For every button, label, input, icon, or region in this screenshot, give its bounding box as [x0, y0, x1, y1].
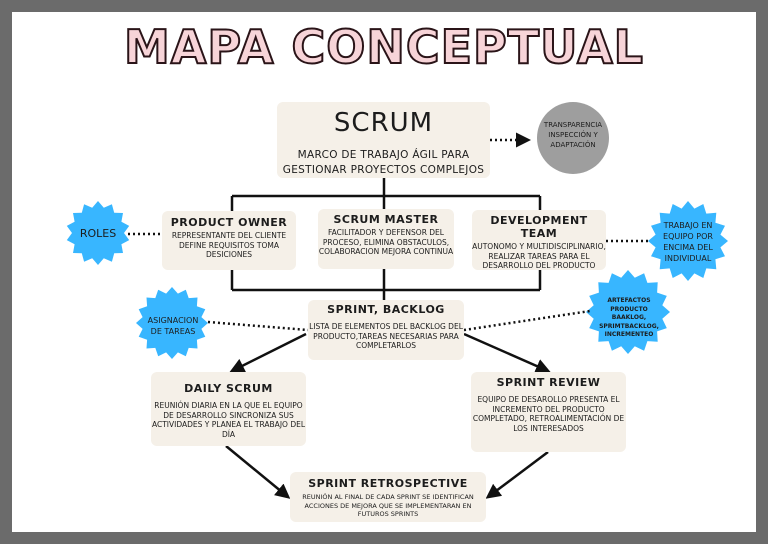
artifacts-text: ARTEFACTOS PRODUCTO BAAKLOG, SPRIMTBACKL…	[599, 297, 659, 338]
roles-tree	[230, 178, 542, 300]
development-team-description: AUTONOMO Y MULTIDISCIPLINARIO, REALIZAR …	[472, 242, 606, 270]
scrum-title: SCRUM	[333, 108, 434, 138]
sprint-review-title: SPRINT REVIEW	[496, 376, 601, 389]
scrum-master-box: SCRUM MASTER FACILITADOR Y DEFENSOR DEL …	[318, 209, 454, 269]
arrow-daily-to-retrospective	[225, 445, 291, 499]
roles-label: ROLES	[79, 227, 117, 240]
product-owner-title: PRODUCT OWNER	[170, 216, 288, 229]
sprint-backlog-title: SPRINT, BACKLOG	[327, 303, 445, 316]
artifacts-starburst	[586, 270, 670, 354]
development-team-title: DEVELOPMENT TEAM	[490, 214, 588, 240]
sprint-backlog-box: SPRINT, BACKLOG LISTA DE ELEMENTOS DEL B…	[308, 300, 464, 360]
scrum-master-description: FACILITADOR Y DEFENSOR DEL PROCESO, ELIM…	[318, 228, 454, 256]
page-title: MAPA CONCEPTUAL	[123, 19, 644, 75]
scrum-description: MARCO DE TRABAJO ÁGIL PARA GESTIONAR PRO…	[282, 149, 485, 176]
sprint-retrospective-box: SPRINT RETROSPECTIVE REUNIÓN AL FINAL DE…	[290, 472, 486, 522]
product-owner-description: REPRESENTANTE DEL CLIENTE DEFINE REQUISI…	[171, 231, 287, 259]
pillars-text: TRANSPARENCIA INSPECCIÓN Y ADAPTACIÓN	[543, 121, 603, 149]
daily-scrum-description: REUNIÓN DIARIA EN LA QUE EL EQUIPO DE DE…	[151, 401, 306, 439]
task-assignment-text: ASIGNACION DE TAREAS	[147, 316, 199, 336]
task-assignment-starburst	[136, 287, 208, 359]
arrow-to-daily-scrum	[229, 332, 307, 373]
team-note-starburst	[648, 201, 728, 281]
product-owner-box: PRODUCT OWNER REPRESENTANTE DEL CLIENTE …	[162, 211, 296, 270]
sprint-retrospective-title: SPRINT RETROSPECTIVE	[308, 477, 468, 490]
arrow-to-sprint-review	[463, 332, 551, 374]
arrow-review-to-retrospective	[485, 451, 549, 499]
team-note-text: TRABAJO EN EQUIPO POR ENCIMA DEL INDIVID…	[663, 221, 713, 263]
development-team-box: DEVELOPMENT TEAM AUTONOMO Y MULTIDISCIPL…	[472, 210, 606, 270]
artifacts-link	[463, 309, 591, 332]
pillars-circle	[537, 102, 609, 174]
daily-scrum-box: DAILY SCRUM REUNIÓN DIARIA EN LA QUE EL …	[151, 372, 306, 446]
roles-starburst	[66, 201, 130, 265]
task-assignment-link	[207, 320, 309, 332]
sprint-review-description: EQUIPO DE DESAROLLO PRESENTA EL INCREMEN…	[472, 395, 625, 433]
sprint-backlog-description: LISTA DE ELEMENTOS DEL BACKLOG DEL PRODU…	[309, 322, 463, 350]
sprint-retrospective-description: REUNIÓN AL FINAL DE CADA SPRINT SE IDENT…	[302, 493, 474, 518]
scrum-box: SCRUM MARCO DE TRABAJO ÁGIL PARA GESTION…	[277, 102, 490, 178]
scrum-master-title: SCRUM MASTER	[333, 213, 439, 226]
sprint-review-box: SPRINT REVIEW EQUIPO DE DESAROLLO PRESEN…	[471, 372, 626, 452]
daily-scrum-title: DAILY SCRUM	[184, 382, 273, 395]
